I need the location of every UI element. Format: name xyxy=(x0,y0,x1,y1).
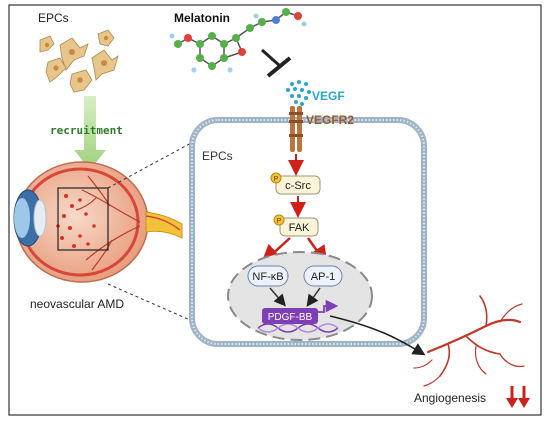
cell-membrane-texture xyxy=(191,119,425,345)
inhibition-symbol xyxy=(261,48,292,78)
epcs-label-top: EPCs xyxy=(38,11,69,25)
vegfr2-label: VEGFR2 xyxy=(306,113,354,127)
vegf-particles xyxy=(286,80,311,106)
csrc-node xyxy=(275,175,321,195)
neovascular-amd-label: neovascular AMD xyxy=(30,297,124,311)
phospho-csrc-label: P xyxy=(274,176,279,183)
fak-node xyxy=(279,217,319,237)
vegfr2-receptor xyxy=(289,106,303,152)
zoom-line-top xyxy=(107,135,205,189)
arrow-nfkb-to-pdgf xyxy=(269,287,286,307)
zoom-box xyxy=(57,187,109,251)
ap1-label: AP-1 xyxy=(311,271,335,283)
arrow-fak-to-nfkb xyxy=(260,237,291,265)
pdgf-bb-label: PDGF-BB xyxy=(268,312,313,323)
dna-strand xyxy=(257,323,339,333)
transcription-arrow xyxy=(318,299,339,313)
zoom-line-bottom xyxy=(107,283,191,321)
fak-label: FAK xyxy=(289,222,310,234)
arrow-ap1-to-pdgf xyxy=(306,287,321,307)
recruitment-label: recruitment xyxy=(50,124,123,137)
phospho-csrc-icon xyxy=(270,172,282,184)
epc-cells-cluster xyxy=(39,29,119,93)
angiogenesis-vessels xyxy=(413,295,525,387)
pdgf-bb-gene xyxy=(262,308,318,324)
nfkb-node xyxy=(247,265,289,287)
phospho-fak-icon xyxy=(273,214,285,226)
decrease-arrows-icon xyxy=(506,386,530,408)
ap1-node xyxy=(303,265,343,287)
recruitment-arrow xyxy=(74,96,106,170)
nfkb-label: NF-κB xyxy=(252,271,283,283)
eye-illustration xyxy=(13,161,183,283)
csrc-label: c-Src xyxy=(285,180,311,192)
phospho-fak-label: P xyxy=(277,218,282,225)
vegf-label: VEGF xyxy=(312,89,345,103)
angiogenesis-label: Angiogenesis xyxy=(414,391,486,405)
epcs-cell-label: EPCs xyxy=(202,149,233,163)
melatonin-molecule xyxy=(169,8,307,73)
arrow-to-angiogenesis xyxy=(329,315,426,356)
melatonin-label: Melatonin xyxy=(174,11,230,25)
figure-frame xyxy=(8,4,542,416)
